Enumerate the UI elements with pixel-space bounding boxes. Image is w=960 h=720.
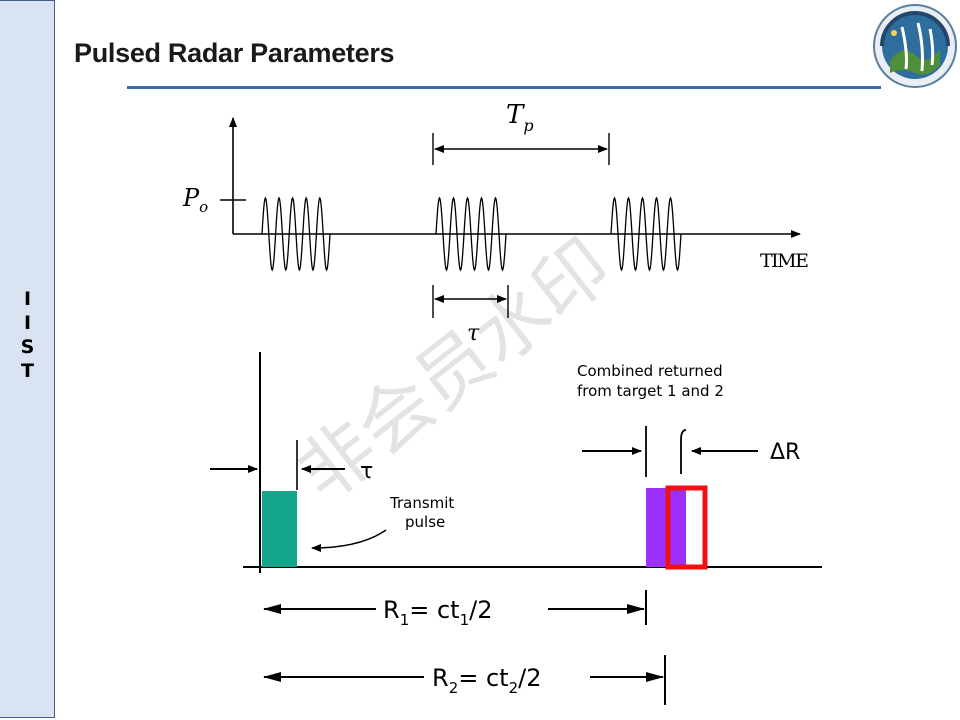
time-axis-label: TIME [760,250,808,272]
return-pulse-target-2 [665,485,708,570]
transmit-label-line1: Transmit [389,494,454,512]
delta-r-tick-right [680,429,687,474]
width-label: τ [467,321,480,346]
combined-label-line1: Combined returned [577,362,723,380]
tau-label: τ [360,459,373,484]
amplitude-label: Po [182,184,208,216]
pulse-burst-2 [435,196,507,272]
transmit-pointer [311,529,387,552]
watermark-text: 非会员水印 [282,223,627,519]
r2-equation: R2= ct2/2 [432,664,541,697]
r1-equation: R1= ct1/2 [383,596,492,629]
sidebar-letter: S [20,336,35,358]
title-underline [127,86,881,89]
combined-label-line2: from target 1 and 2 [577,382,724,400]
sidebar-band: I I S T [0,0,55,718]
institute-logo [873,4,957,88]
delta-r-label: ΔR [770,440,800,465]
pulse-burst-1 [261,196,331,272]
sidebar-letter: I [23,288,32,310]
sidebar-acronym: I I S T [0,287,55,383]
pulse-burst-3 [610,196,682,272]
slide-title: Pulsed Radar Parameters [74,38,395,68]
period-label: Tp [506,100,534,135]
sidebar-letter: T [21,360,34,382]
sidebar-letter: I [23,312,32,334]
transmit-pulse [262,491,297,567]
transmit-label-line2: pulse [405,513,445,531]
